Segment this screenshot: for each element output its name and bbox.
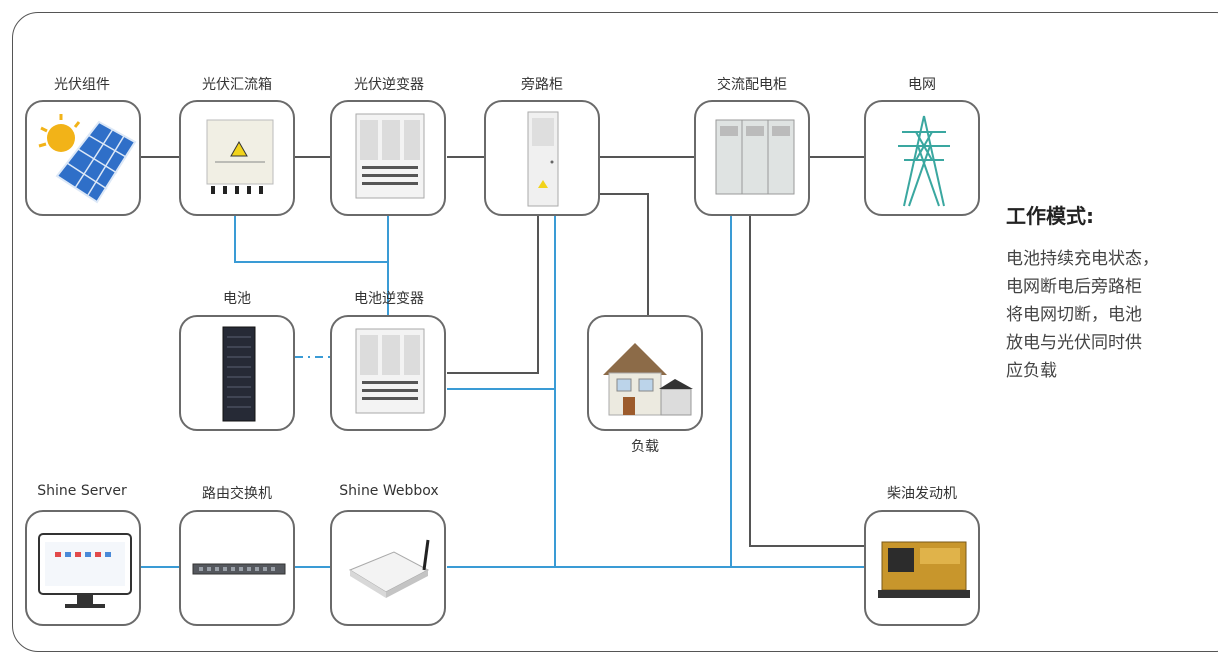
node-pv-module [25, 100, 141, 216]
mode-line: 将电网切断，电池 [1006, 305, 1142, 325]
label-pv-inverter: 光伏逆变器 [354, 77, 424, 93]
mode-description: 电池持续充电状态， 电网断电后旁路柜 将电网切断，电池 放电与光伏同时供 应负载 [1006, 245, 1206, 385]
node-grid [864, 100, 980, 216]
label-ac-distribution: 交流配电柜 [717, 77, 787, 93]
mode-line: 应负载 [1006, 361, 1057, 381]
comm-line [234, 214, 388, 263]
power-line [447, 214, 539, 374]
node-combiner-box [179, 100, 295, 216]
mode-line: 电网断电后旁路柜 [1006, 277, 1142, 297]
label-battery-inverter: 电池逆变器 [354, 291, 424, 307]
label-load: 负载 [631, 439, 659, 455]
battery-rack-icon [222, 326, 256, 422]
inverter-cabinet-icon [355, 328, 425, 414]
node-battery [179, 315, 295, 431]
node-ac-distribution [694, 100, 810, 216]
mode-line: 电池持续充电状态， [1006, 249, 1159, 269]
node-bypass-cabinet [484, 100, 600, 216]
house-icon [603, 343, 693, 416]
webbox-icon [348, 539, 430, 598]
label-pv-module: 光伏组件 [54, 77, 110, 93]
transmission-tower-icon [898, 115, 950, 207]
power-line [749, 214, 864, 547]
node-router-switch [179, 510, 295, 626]
node-pv-inverter [330, 100, 446, 216]
label-shine-webbox: Shine Webbox [339, 483, 439, 499]
inverter-cabinet-icon [355, 113, 425, 199]
solar-panel-icon [38, 114, 137, 204]
label-shine-server: Shine Server [37, 483, 127, 499]
switch-icon [192, 563, 286, 575]
node-battery-inverter [330, 315, 446, 431]
combiner-box-icon [206, 119, 274, 194]
node-load [587, 315, 703, 431]
label-grid: 电网 [908, 77, 936, 93]
label-bypass-cabinet: 旁路柜 [521, 77, 563, 93]
label-battery: 电池 [223, 291, 251, 307]
monitor-icon [38, 533, 132, 608]
node-diesel-generator [864, 510, 980, 626]
generator-icon [878, 541, 970, 598]
node-shine-server [25, 510, 141, 626]
mode-title: 工作模式: [1006, 204, 1094, 228]
node-shine-webbox [330, 510, 446, 626]
power-line [600, 193, 649, 315]
label-router-switch: 路由交换机 [202, 486, 272, 502]
distribution-cabinet-icon [715, 119, 795, 195]
label-diesel-generator: 柴油发动机 [887, 486, 957, 502]
mode-line: 放电与光伏同时供 [1006, 333, 1142, 353]
label-combiner-box: 光伏汇流箱 [202, 77, 272, 93]
cabinet-icon [527, 111, 559, 207]
